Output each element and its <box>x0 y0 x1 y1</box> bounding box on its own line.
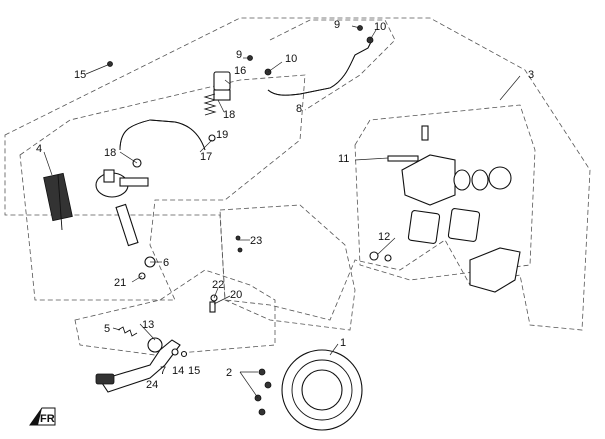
callout-24: 24 <box>146 379 158 391</box>
callout-16: 16 <box>234 65 246 77</box>
brake-hose <box>119 39 373 151</box>
hose-spring-19 <box>203 93 217 116</box>
brake-pad-b <box>447 208 481 242</box>
disc-bolt-b <box>264 381 272 389</box>
caliper-assembly <box>369 125 521 293</box>
caliper-bolt <box>387 155 419 162</box>
brake-pedal <box>95 294 218 393</box>
return-spring-5 <box>117 326 138 337</box>
callout-19: 19 <box>216 129 228 141</box>
master-cylinder-port <box>103 169 115 183</box>
callout-18-a: 18 <box>223 109 235 121</box>
reservoir-body <box>213 89 231 101</box>
leader-lines <box>43 25 521 399</box>
reservoir-assembly <box>203 71 231 142</box>
callout-9-a: 9 <box>236 49 242 61</box>
callout-5: 5 <box>104 323 110 335</box>
callout-18-b: 18 <box>104 147 116 159</box>
callout-12: 12 <box>378 231 390 243</box>
master-cylinder-outlet <box>119 177 149 187</box>
callout-20: 20 <box>230 289 242 301</box>
callout-9-b: 9 <box>334 19 340 31</box>
callout-14: 14 <box>172 365 184 377</box>
washer-7 <box>171 348 179 356</box>
callout-10-a: 10 <box>285 53 297 65</box>
callout-4: 4 <box>36 143 42 155</box>
brake-pad-a <box>407 210 441 244</box>
callout-6: 6 <box>163 257 169 269</box>
caliper-bracket <box>469 247 521 293</box>
disc-boundary <box>219 204 356 331</box>
front-direction-icon: FR <box>29 407 56 426</box>
master-cylinder-boundary <box>19 74 306 301</box>
hose-boundary <box>269 19 396 111</box>
callout-7: 7 <box>160 365 166 377</box>
svg-text:FR: FR <box>40 413 55 425</box>
reservoir-cap <box>213 71 231 91</box>
callout-17: 17 <box>200 151 212 163</box>
callout-labels: 1 2 3 4 5 6 7 8 9 9 10 10 11 12 13 14 15… <box>36 19 534 391</box>
brake-pedal-24 <box>99 339 181 393</box>
callout-22: 22 <box>212 279 224 291</box>
bolt-12 <box>384 254 392 262</box>
bolt-23a <box>235 235 241 241</box>
disc-bolt-a <box>258 368 266 376</box>
piston-seal-a <box>453 169 471 191</box>
callout-2: 2 <box>226 367 232 379</box>
callout-15-b: 15 <box>188 365 200 377</box>
callout-10-b: 10 <box>374 21 386 33</box>
callout-11: 11 <box>338 153 349 165</box>
spring-kit-4 <box>43 172 73 222</box>
callout-23: 23 <box>250 235 262 247</box>
callout-13: 13 <box>142 319 154 331</box>
caliper-body-11 <box>401 154 456 206</box>
bolt-23b <box>237 247 243 253</box>
disc-hub <box>301 369 343 411</box>
callout-1: 1 <box>340 337 346 349</box>
disc-bolt-d <box>258 408 266 416</box>
piston <box>488 166 512 190</box>
pin-14 <box>180 350 188 358</box>
callout-8: 8 <box>296 103 302 115</box>
clip-17 <box>208 134 216 142</box>
washer-12 <box>369 251 379 261</box>
pushrod <box>115 203 139 247</box>
pedal-pad <box>95 373 115 385</box>
callout-3: 3 <box>528 69 534 81</box>
bleeder <box>421 125 429 141</box>
caliper-boundary <box>354 104 536 281</box>
piston-seal-b <box>471 169 489 191</box>
pin-20 <box>209 301 216 313</box>
brake-pedal-boundary <box>74 269 276 356</box>
callout-21: 21 <box>114 277 126 289</box>
master-cylinder <box>43 158 156 280</box>
callout-15-a: 15 <box>74 69 86 81</box>
group-boundaries <box>4 17 591 356</box>
brake-disc <box>254 349 363 431</box>
pivot-washer-13 <box>147 337 163 353</box>
